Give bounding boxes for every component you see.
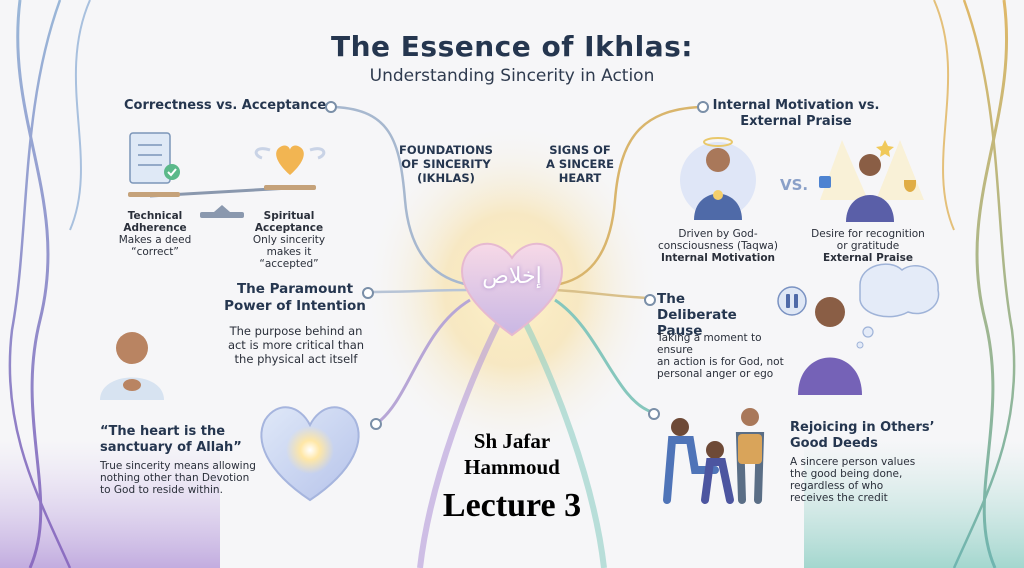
intention-heading: The Paramount Power of Intention: [224, 281, 366, 314]
speaker-line-2: Hammoud: [464, 455, 560, 479]
pause-node: [644, 294, 656, 306]
external-praise-figure: [819, 140, 924, 222]
motivation-node: [697, 101, 709, 113]
technical-adherence-title: Technical Adherence: [123, 210, 187, 234]
heart-quote-node: [370, 418, 382, 430]
crystal-heart: [260, 406, 360, 502]
scale-illustration: [128, 132, 326, 218]
external-label: External Praise: [822, 252, 913, 264]
signs-label: SIGNS OF A SINCERE HEART: [545, 143, 615, 185]
rejoicing-desc: A sincere person values the good being d…: [790, 456, 916, 504]
spiritual-acceptance-title: Spiritual Acceptance: [254, 210, 324, 234]
internal-desc: Driven by God- consciousness (Taqwa): [658, 228, 778, 252]
heart-quote: “The heart is the sanctuary of Allah”: [100, 424, 242, 455]
person-hand-on-chest: [100, 332, 164, 400]
page-subtitle: Understanding Sincerity in Action: [369, 66, 655, 86]
rejoicing-node: [648, 408, 660, 420]
intention-desc: The purpose behind an act is more critic…: [227, 324, 365, 366]
ikhlas-heart-text: إخلاص: [482, 264, 542, 289]
foundations-label: FOUNDATIONS OF SINCERITY (IKHLAS): [399, 143, 493, 185]
technical-adherence-desc: Makes a deed “correct”: [118, 234, 192, 258]
internal-motivation-figure: [680, 137, 756, 220]
rejoicing-illustration: [663, 408, 765, 504]
intention-node: [362, 287, 374, 299]
vs-label: VS.: [780, 176, 809, 194]
lecture-label: Lecture 3: [442, 487, 582, 524]
internal-label: Internal Motivation: [660, 252, 776, 264]
speaker-line-1: Sh Jafar: [473, 429, 551, 453]
correctness-node: [325, 101, 337, 113]
pause-desc: Taking a moment to ensure an action is f…: [657, 332, 784, 380]
spiritual-acceptance-desc: Only sincerity makes it “accepted”: [252, 234, 326, 270]
external-desc: Desire for recognition or gratitude: [811, 228, 925, 252]
correctness-heading: Correctness vs. Acceptance: [124, 98, 327, 113]
motivation-heading: Internal Motivation vs. External Praise: [712, 98, 880, 129]
pause-heading: The Deliberate Pause: [657, 291, 737, 339]
pause-illustration: [777, 263, 940, 395]
page-title: The Essence of Ikhlas:: [331, 30, 693, 63]
heart-quote-desc: True sincerity means allowing nothing ot…: [100, 460, 256, 496]
rejoicing-heading: Rejoicing in Others’ Good Deeds: [790, 420, 935, 451]
